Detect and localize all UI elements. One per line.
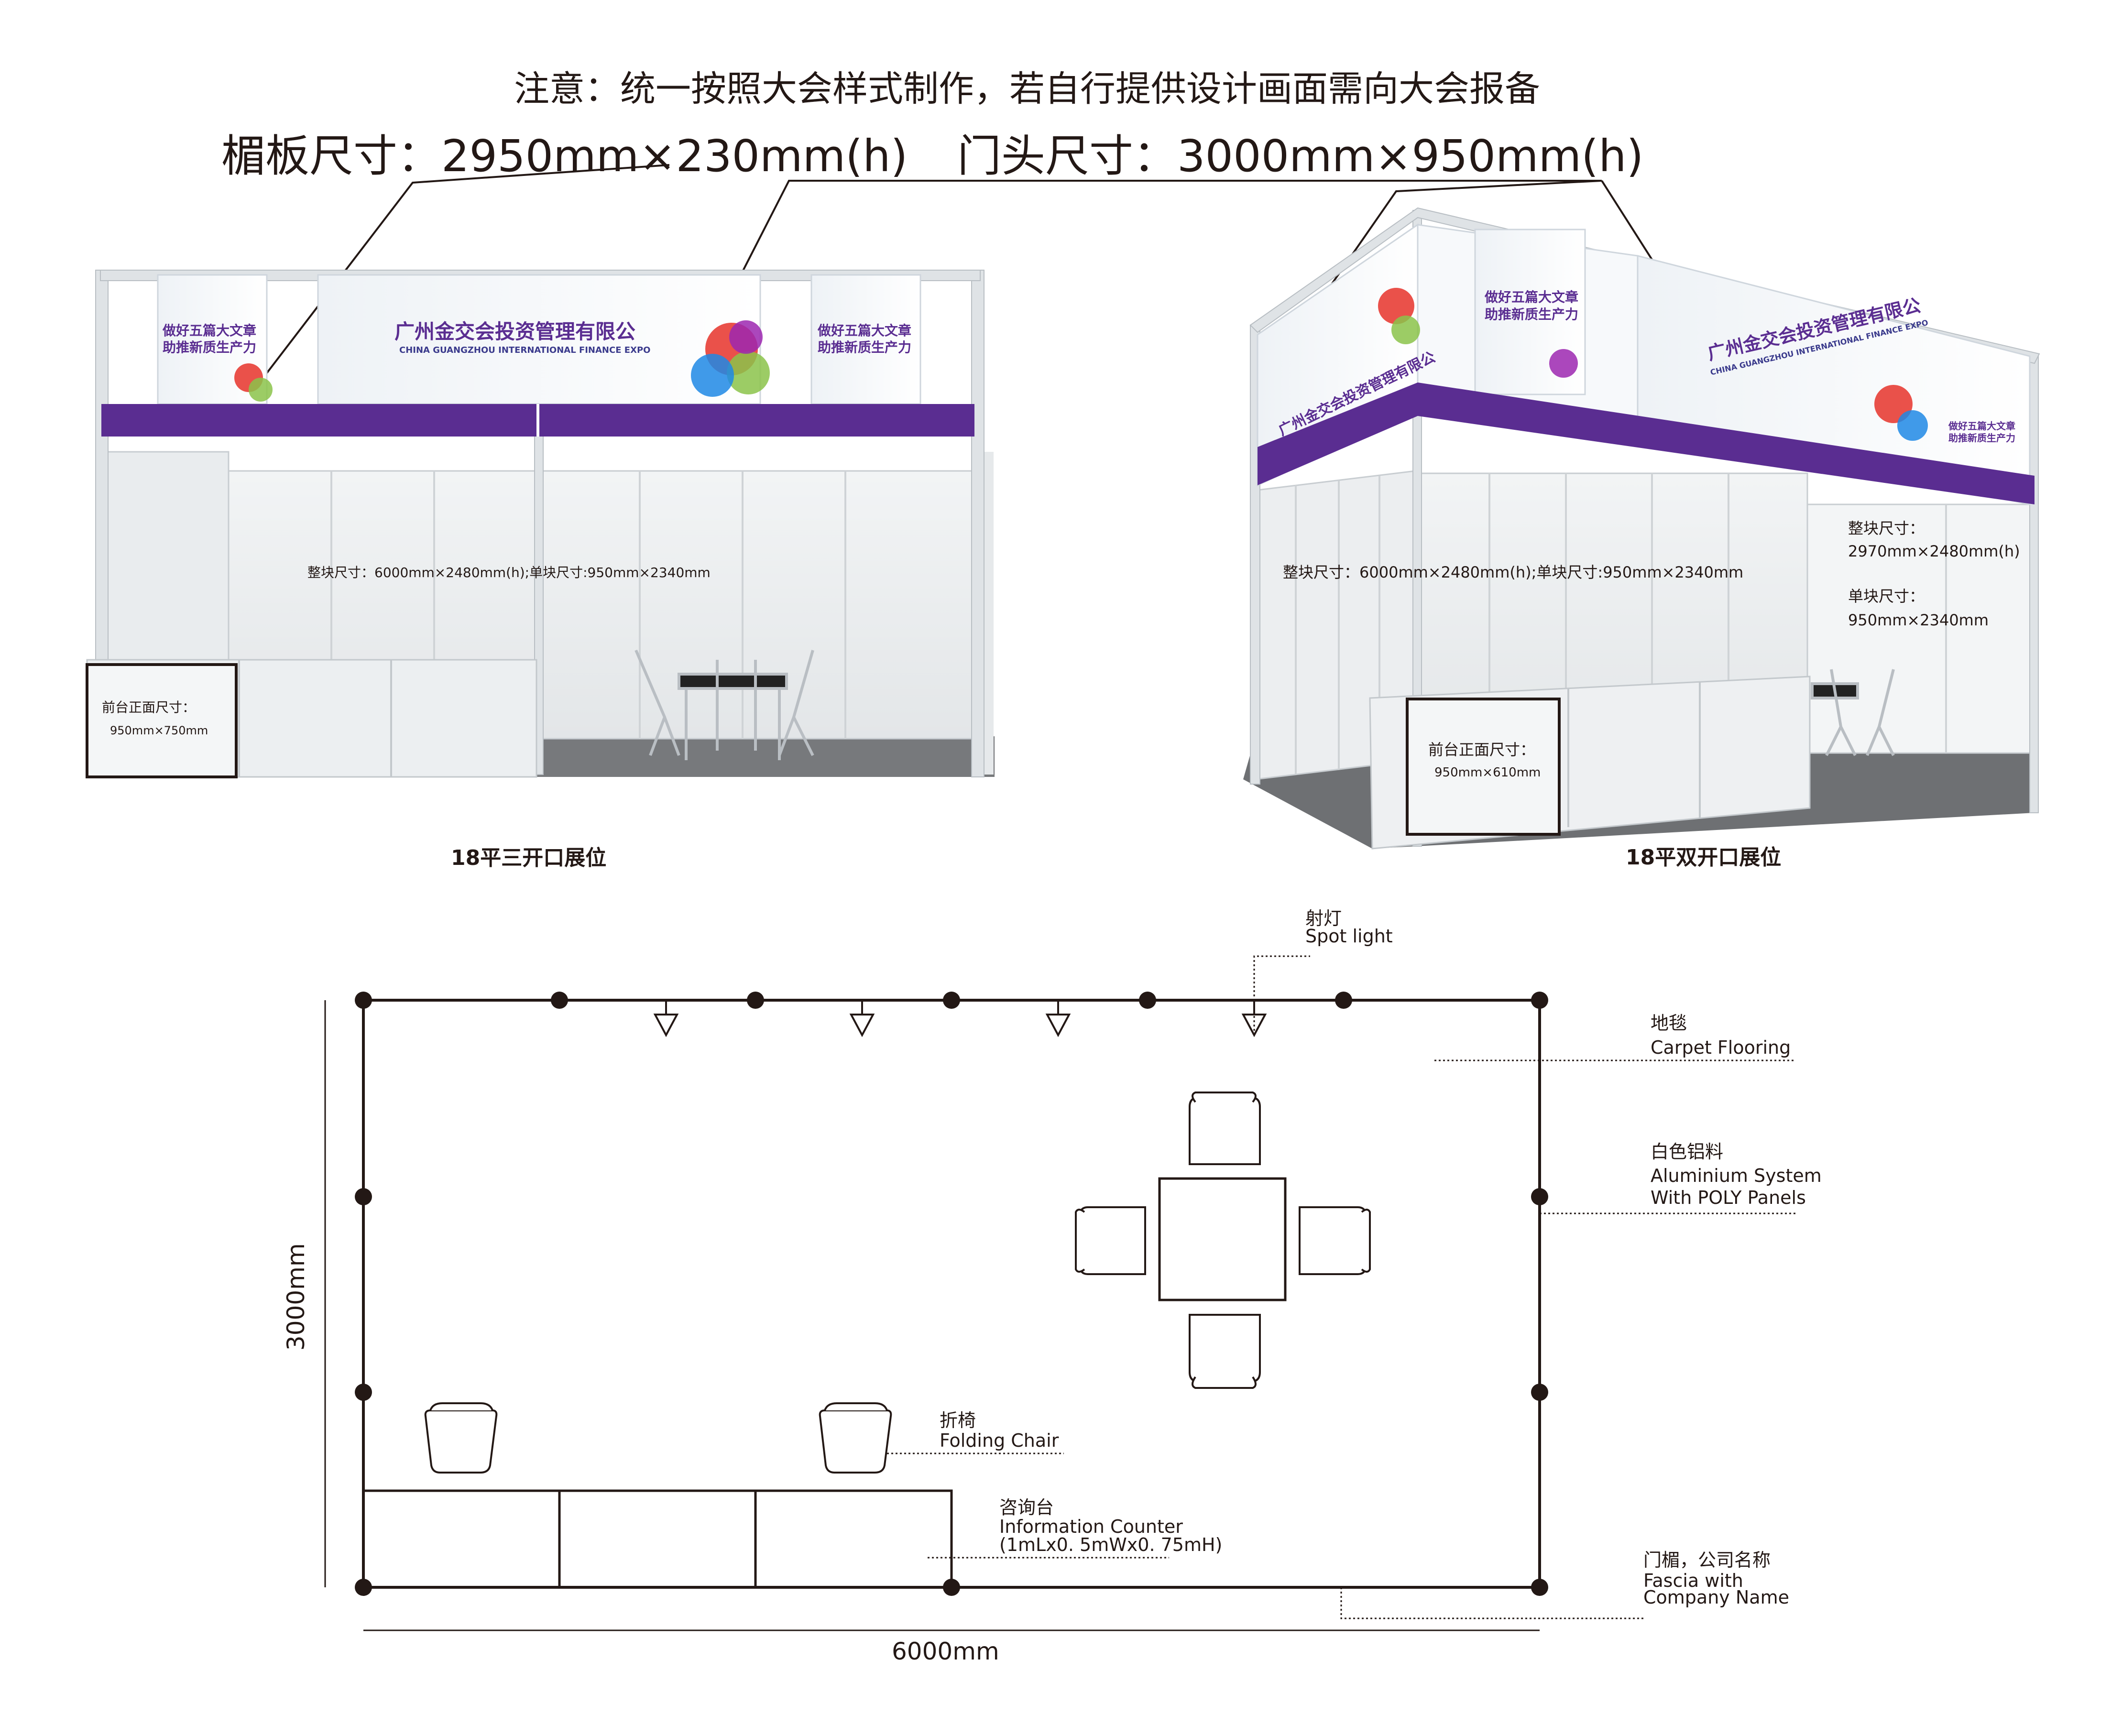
aluminium-posts <box>355 992 1548 1596</box>
left-wall-size: 整块尺寸：6000mm×2480mm(h);单块尺寸:950mm×2340mm <box>307 565 711 580</box>
right-counter-label: 前台正面尺寸： <box>1428 741 1536 759</box>
fascia-label-cn: 门楣，公司名称 <box>1643 1550 1771 1571</box>
square-table <box>1158 1177 1287 1301</box>
aluminium-label-en-1: Aluminium System <box>1651 1165 1822 1186</box>
left-slogan-right-2: 助推新质生产力 <box>818 339 912 355</box>
right-side-single-size: 950mm×2340mm <box>1848 611 1989 629</box>
notice-text: 注意：统一按照大会样式制作，若自行提供设计画面需向大会报备 <box>514 68 1540 109</box>
fascia-label-en-1: Fascia with <box>1643 1570 1743 1591</box>
right-slogan-1: 做好五篇大文章 <box>1485 289 1579 305</box>
chair-icon <box>1075 1092 1371 1389</box>
aluminium-label-cn: 白色铝料 <box>1651 1141 1724 1162</box>
counter-label-en: Information Counter <box>999 1516 1183 1537</box>
right-side-wall <box>984 452 994 775</box>
left-slogan-right-1: 做好五篇大文章 <box>818 323 912 338</box>
folding-chair-icon <box>424 1402 892 1474</box>
label-leaders <box>887 955 1795 1619</box>
spot-light-label-en: Spot light <box>1305 926 1393 947</box>
carpet-label-cn: 地毯 <box>1651 1013 1687 1034</box>
spot-light-label-cn: 射灯 <box>1305 908 1342 929</box>
left-slogan-2: 助推新质生产力 <box>163 339 257 355</box>
flower-logo-icon <box>691 320 770 397</box>
left-booth-caption: 18平三开口展位 <box>451 846 607 870</box>
purple-fascia-front <box>1418 382 2034 504</box>
left-counter-size: 950mm×750mm <box>110 724 208 737</box>
left-counter-label: 前台正面尺寸： <box>102 699 196 715</box>
plan-height-dimension: 3000mm <box>282 1243 310 1351</box>
spot-light-icon <box>653 1000 1267 1037</box>
folding-chair-label-en: Folding Chair <box>940 1430 1059 1451</box>
flower-logo-icon <box>1378 288 1928 441</box>
right-side-whole-label: 整块尺寸： <box>1848 519 1925 537</box>
right-slogan-2: 助推新质生产力 <box>1485 306 1579 322</box>
side-wall <box>1806 503 2035 754</box>
right-side-whole-size: 2970mm×2480mm(h) <box>1848 542 2020 560</box>
table-and-chairs <box>634 649 814 760</box>
aluminium-label-en-2: With POLY Panels <box>1651 1187 1806 1208</box>
right-counter-size: 950mm×610mm <box>1434 765 1541 780</box>
booth-two-open-render <box>1243 207 2040 850</box>
counter-label-size: (1mLx0. 5mWx0. 75mH) <box>999 1534 1223 1555</box>
dimension-lines <box>324 1000 1540 1631</box>
right-small-slogan-2: 助推新质生产力 <box>1948 432 2015 444</box>
floor-plan <box>324 955 1795 1631</box>
flower-logo-small-icon <box>234 363 273 402</box>
counter-label-cn: 咨询台 <box>999 1497 1054 1518</box>
left-expo-name: CHINA GUANGZHOU INTERNATIONAL FINANCE EX… <box>399 345 651 355</box>
purple-fascia-side <box>1258 382 1418 485</box>
fascia-label-en-2: Company Name <box>1643 1587 1789 1608</box>
carpet-label-en: Carpet Flooring <box>1651 1037 1791 1058</box>
counter-callout-box <box>1406 698 1561 836</box>
left-company-name: 广州金交会投资管理有限公 <box>394 320 636 343</box>
right-small-slogan-1: 做好五篇大文章 <box>1948 420 2015 432</box>
right-wall-size: 整块尺寸：6000mm×2480mm(h);单块尺寸:950mm×2340mm <box>1283 563 1744 581</box>
header-size-title: 门头尺寸：3000mm×950mm(h) <box>957 131 1644 182</box>
plan-width-dimension: 6000mm <box>892 1638 999 1665</box>
folding-chair-label-cn: 折椅 <box>940 1410 976 1431</box>
counter-callout-box <box>86 663 238 778</box>
header-board <box>317 274 761 405</box>
booth-three-open-render <box>86 270 995 778</box>
right-side-single-label: 单块尺寸： <box>1848 587 1925 605</box>
information-counter-modules <box>362 1489 953 1589</box>
left-slogan-1: 做好五篇大文章 <box>163 323 257 338</box>
fascia-size-title: 楣板尺寸：2950mm×230mm(h) <box>221 131 908 182</box>
table-and-chairs <box>1811 669 1895 756</box>
right-booth-caption: 18平双开口展位 <box>1626 845 1782 870</box>
